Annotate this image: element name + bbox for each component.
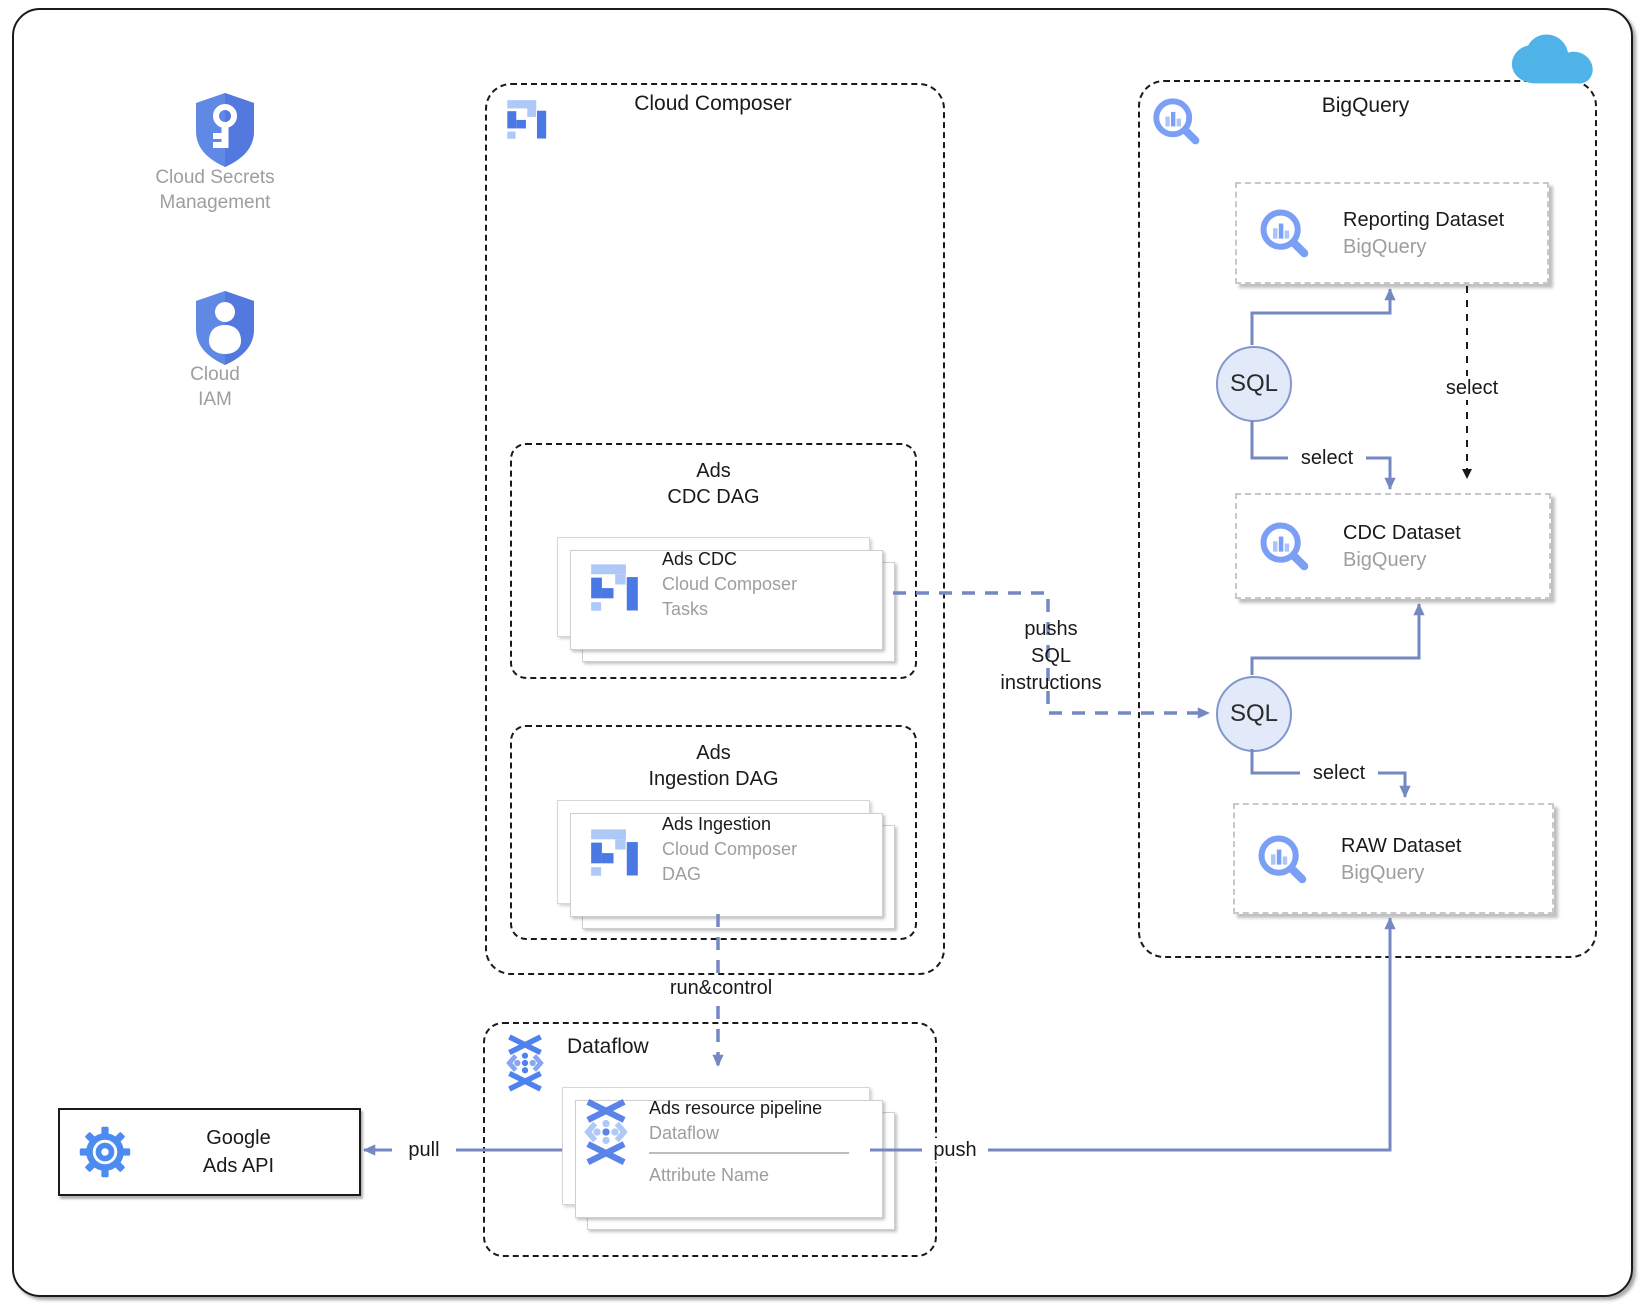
google-ads-api-label: Google Ads API: [132, 1124, 345, 1180]
dataflow-card-subtitle: Dataflow: [649, 1123, 720, 1143]
ads-cdc-dag-title: Ads CDC DAG: [512, 445, 915, 510]
ads-cdc-card-subtitle2: Tasks: [662, 599, 709, 619]
dataflow-card-title: Ads resource pipeline: [649, 1098, 823, 1118]
cdc-dataset-subtitle: BigQuery: [1343, 549, 1427, 571]
ads-ingestion-card-subtitle2: DAG: [662, 864, 702, 884]
dataflow-pipeline-icon: [584, 1098, 628, 1166]
cloud-composer-title: Cloud Composer: [634, 92, 792, 115]
sql-node-top-label: SQL: [1229, 370, 1279, 397]
dataflow-card-divider: [649, 1152, 849, 1154]
cloud-iam-label-line1: Cloud: [190, 364, 240, 385]
raw-dataset-node: RAW Dataset BigQuery: [1233, 803, 1554, 914]
ads-cdc-card: Ads CDC Cloud Composer Tasks: [557, 537, 895, 662]
gear-icon: [79, 1126, 131, 1178]
ads-ingestion-card-text: Ads Ingestion Cloud Composer DAG: [662, 812, 797, 887]
ads-ingestion-card-title: Ads Ingestion: [662, 814, 772, 834]
ads-cdc-dag-title-line2: CDC DAG: [667, 486, 760, 508]
dataflow-card-text: Ads resource pipeline Dataflow: [649, 1096, 822, 1146]
bigquery-icon: [1258, 834, 1307, 883]
dataflow-icon: [506, 1034, 544, 1092]
dataflow-card-attribute: Attribute Name: [649, 1165, 770, 1185]
cloud-composer-dag-icon: [591, 829, 638, 876]
ads-cdc-card-subtitle1: Cloud Composer: [662, 574, 798, 594]
bigquery-icon: [1153, 98, 1200, 145]
sql-node-top: SQL: [1216, 346, 1292, 422]
sql-node-bottom-label: SQL: [1229, 700, 1279, 727]
ads-ingestion-dag-title: Ads Ingestion DAG: [512, 727, 915, 792]
google-ads-api-node: Google Ads API: [58, 1108, 361, 1196]
bigquery-icon: [1260, 209, 1309, 258]
ads-ingestion-dag-group: Ads Ingestion DAG: [510, 725, 917, 940]
reporting-dataset-subtitle: BigQuery: [1343, 236, 1427, 258]
edge-label-select-reporting-to-cdc: select: [1436, 376, 1508, 400]
bigquery-icon: [1260, 522, 1309, 571]
ads-cdc-card-title: Ads CDC: [662, 549, 738, 569]
ads-ingestion-card: Ads Ingestion Cloud Composer DAG: [557, 800, 895, 929]
cloud-icon: [1511, 34, 1593, 84]
edge-label-pushs-line2: SQL: [1030, 645, 1072, 667]
sql-node-bottom: SQL: [1216, 676, 1292, 752]
edge-label-select-sql-to-cdc: select: [1288, 446, 1366, 470]
edge-label-pull: pull: [392, 1138, 456, 1162]
dataflow-card: Ads resource pipeline Dataflow Attribute…: [562, 1087, 895, 1230]
dataflow-title: Dataflow: [567, 1035, 649, 1058]
ads-ingestion-dag-title-line1: Ads: [696, 742, 731, 764]
google-ads-api-label-line2: Ads API: [202, 1155, 275, 1177]
ads-cdc-card-text: Ads CDC Cloud Composer Tasks: [662, 547, 797, 622]
reporting-dataset-node: Reporting Dataset BigQuery: [1235, 182, 1549, 284]
cloud-iam-label: Cloud IAM: [110, 362, 320, 412]
cloud-composer-container: [485, 83, 945, 975]
raw-dataset-subtitle: BigQuery: [1341, 861, 1425, 884]
cdc-dataset-title: CDC Dataset: [1343, 522, 1461, 544]
diagram-outer-border: [12, 8, 1633, 1297]
google-ads-api-label-line1: Google: [206, 1127, 271, 1149]
cloud-composer-task-icon: [591, 564, 638, 611]
ads-ingestion-dag-title-line2: Ingestion DAG: [648, 768, 779, 790]
cloud-composer-icon: [507, 100, 547, 139]
edge-label-run-control: run&control: [648, 976, 794, 1000]
cloud-iam-shield-person-icon: [196, 291, 254, 365]
cloud-secrets-label: Cloud Secrets Management: [110, 165, 320, 215]
cloud-secrets-shield-key-icon: [196, 93, 254, 167]
ads-cdc-dag-group: Ads CDC DAG: [510, 443, 917, 679]
edge-label-select-sql-to-raw: select: [1300, 761, 1378, 785]
edge-label-pushs-line1: pushs: [1024, 618, 1078, 640]
cloud-secrets-label-line1: Cloud Secrets: [155, 167, 275, 188]
ads-cdc-dag-title-line1: Ads: [696, 460, 731, 482]
cloud-iam-label-line2: IAM: [198, 389, 232, 410]
cdc-dataset-node: CDC Dataset BigQuery: [1235, 493, 1551, 599]
ads-ingestion-card-subtitle1: Cloud Composer: [662, 839, 798, 859]
edge-label-push: push: [922, 1138, 988, 1162]
cloud-secrets-label-line2: Management: [159, 192, 271, 213]
bigquery-title: BigQuery: [1321, 94, 1410, 117]
raw-dataset-title: RAW Dataset: [1341, 834, 1462, 857]
edge-label-pushs-line3: instructions: [1000, 672, 1102, 694]
reporting-dataset-title: Reporting Dataset: [1343, 209, 1505, 231]
edge-label-pushs-sql-instructions: pushs SQL instructions: [958, 616, 1144, 697]
